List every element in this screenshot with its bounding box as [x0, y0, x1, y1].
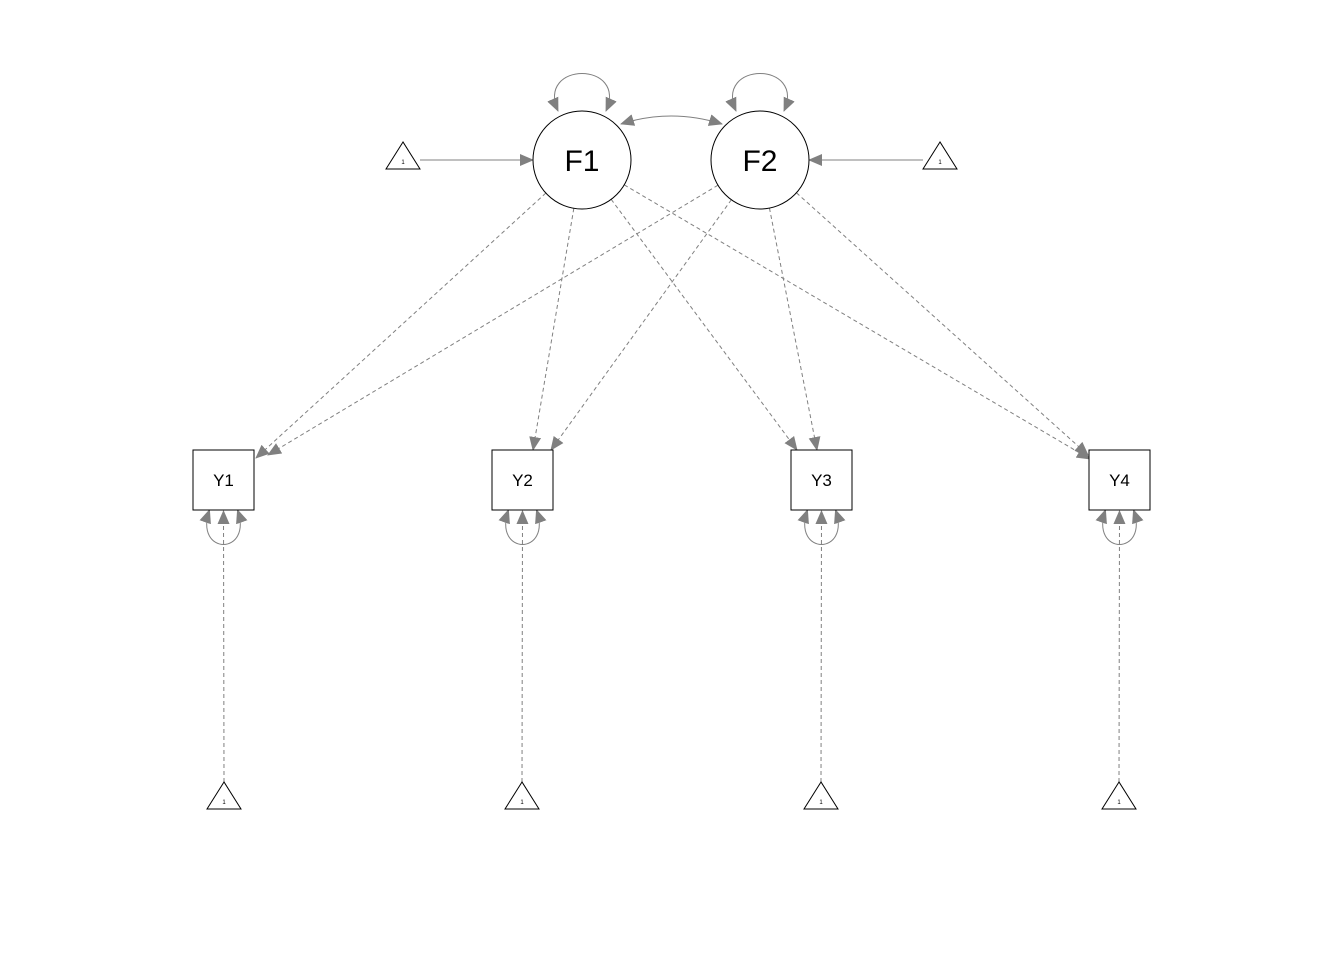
constant-label-y3: 1: [819, 800, 823, 806]
variance-loop-f1: [547, 73, 617, 112]
variance-loop-y4: [1095, 509, 1144, 545]
loading-edge-f1-y1: [255, 192, 547, 459]
manifest-label-y3: Y3: [811, 471, 832, 490]
edges-layer: [199, 73, 1144, 783]
manifest-label-y4: Y4: [1109, 471, 1130, 490]
constant-label-y1: 1: [222, 800, 226, 806]
constant-node-y4[interactable]: 1: [1101, 781, 1137, 810]
loading-edge-f2-y4: [796, 192, 1089, 456]
latent-node-f1[interactable]: F1: [532, 110, 632, 210]
constant-node-y1[interactable]: 1: [206, 781, 242, 810]
mean-edge-y3: [815, 510, 828, 783]
latent-node-f2[interactable]: F2: [710, 110, 810, 210]
loading-edge-f1-y4: [623, 184, 1091, 460]
loading-edge-f1-y3: [610, 199, 798, 451]
loading-edge-f2-y2: [550, 199, 732, 451]
manifest-node-y4[interactable]: Y4: [1088, 449, 1151, 511]
latent-label-f1: F1: [564, 145, 599, 178]
loading-edge-f1-y2: [529, 208, 575, 451]
loading-edge-f2-y3: [768, 207, 821, 451]
manifest-node-y1[interactable]: Y1: [192, 449, 255, 511]
constant-label-f1: 1: [401, 160, 405, 166]
variance-loop-y2: [498, 509, 547, 545]
constant-node-y3[interactable]: 1: [803, 781, 839, 810]
constant-label-y2: 1: [520, 800, 524, 806]
nodes-layer: F1 F2 Y1 Y2 Y3 Y4 1 1: [192, 110, 1151, 810]
mean-edge-y2: [516, 510, 529, 783]
constant-node-y2[interactable]: 1: [504, 781, 540, 810]
covariance-edge-f1-f2: [620, 114, 723, 126]
latent-label-f2: F2: [742, 145, 777, 178]
constant-node-f1[interactable]: 1: [385, 141, 421, 170]
manifest-label-y2: Y2: [512, 471, 533, 490]
mean-edge-y1: [217, 510, 230, 783]
constant-node-f2[interactable]: 1: [922, 141, 958, 170]
manifest-label-y1: Y1: [213, 471, 234, 490]
loading-edge-f2-y1: [267, 184, 719, 456]
constant-label-y4: 1: [1117, 800, 1121, 806]
manifest-node-y2[interactable]: Y2: [491, 449, 554, 511]
variance-loop-f2: [725, 73, 795, 112]
constant-label-f2: 1: [938, 160, 942, 166]
manifest-node-y3[interactable]: Y3: [790, 449, 853, 511]
variance-loop-y3: [797, 509, 846, 545]
mean-edge-y4: [1113, 510, 1126, 783]
variance-loop-y1: [199, 509, 248, 545]
